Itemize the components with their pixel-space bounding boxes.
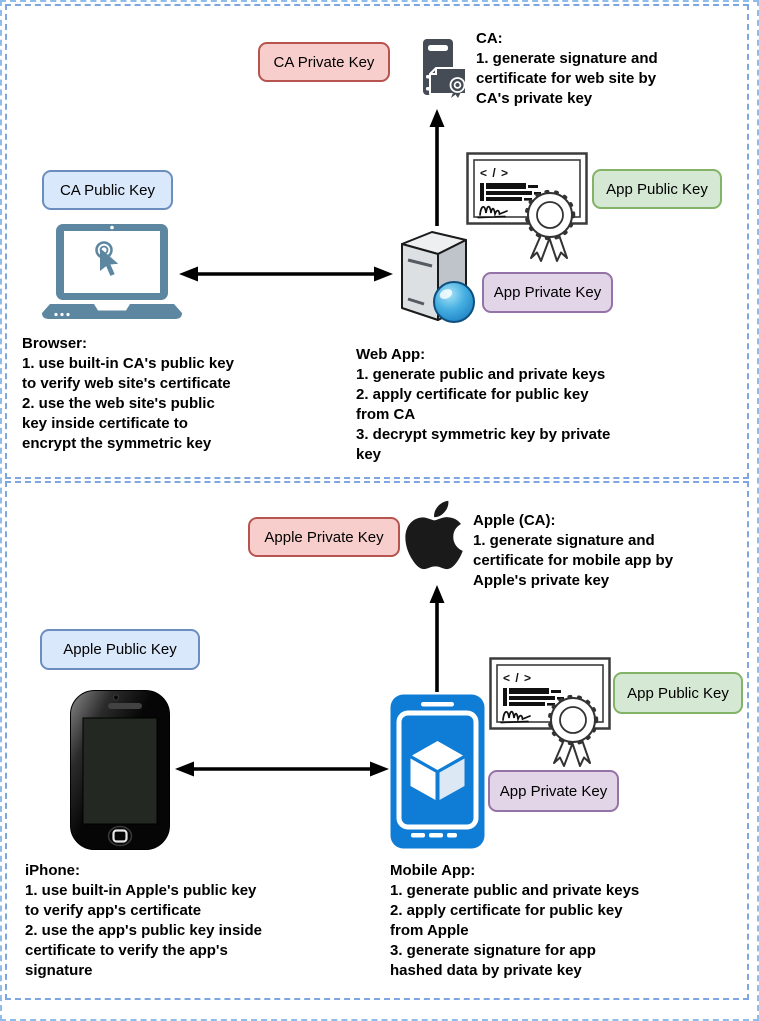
arrow-iphone-mobileapp bbox=[175, 761, 389, 777]
mobile-app-cube-icon bbox=[390, 694, 485, 849]
mobile-pki-panel bbox=[5, 481, 749, 1000]
apple-note: Apple (CA): 1. generate signature and ce… bbox=[473, 512, 674, 589]
web-pki-panel bbox=[5, 4, 749, 479]
ca-server-certificate-icon bbox=[423, 39, 467, 98]
arrow-mobileapp-to-apple bbox=[429, 585, 445, 692]
iphone-icon bbox=[70, 690, 170, 850]
webapp-note: Web App: 1. generate public and private … bbox=[356, 346, 611, 463]
ca-private-key-label: CA Private Key bbox=[258, 42, 390, 82]
browser-laptop-icon bbox=[42, 224, 182, 319]
ca-note: CA: 1. generate signature and certificat… bbox=[476, 30, 658, 107]
ca-public-key-label: CA Public Key bbox=[42, 170, 173, 210]
webapp-server-globe-icon bbox=[401, 231, 475, 323]
app-private-key-label: App Private Key bbox=[482, 272, 613, 313]
apple-public-key-label: Apple Public Key bbox=[40, 629, 200, 670]
apple-private-key-label: Apple Private Key bbox=[248, 517, 400, 557]
certificate-seal-icon bbox=[489, 657, 612, 768]
arrow-webapp-to-ca bbox=[429, 109, 445, 226]
browser-note: Browser: 1. use built-in CA's public key… bbox=[22, 335, 234, 452]
iphone-note: iPhone: 1. use built-in Apple's public k… bbox=[25, 862, 262, 979]
certificate-seal-icon bbox=[466, 152, 589, 263]
app-public-key-label: App Public Key bbox=[592, 169, 722, 209]
mobileapp-note: Mobile App: 1. generate public and priva… bbox=[390, 862, 640, 979]
app-private-key-label: App Private Key bbox=[488, 770, 619, 812]
apple-logo-icon bbox=[405, 500, 463, 570]
arrow-browser-webapp bbox=[179, 266, 393, 282]
app-public-key-label: App Public Key bbox=[613, 672, 743, 714]
